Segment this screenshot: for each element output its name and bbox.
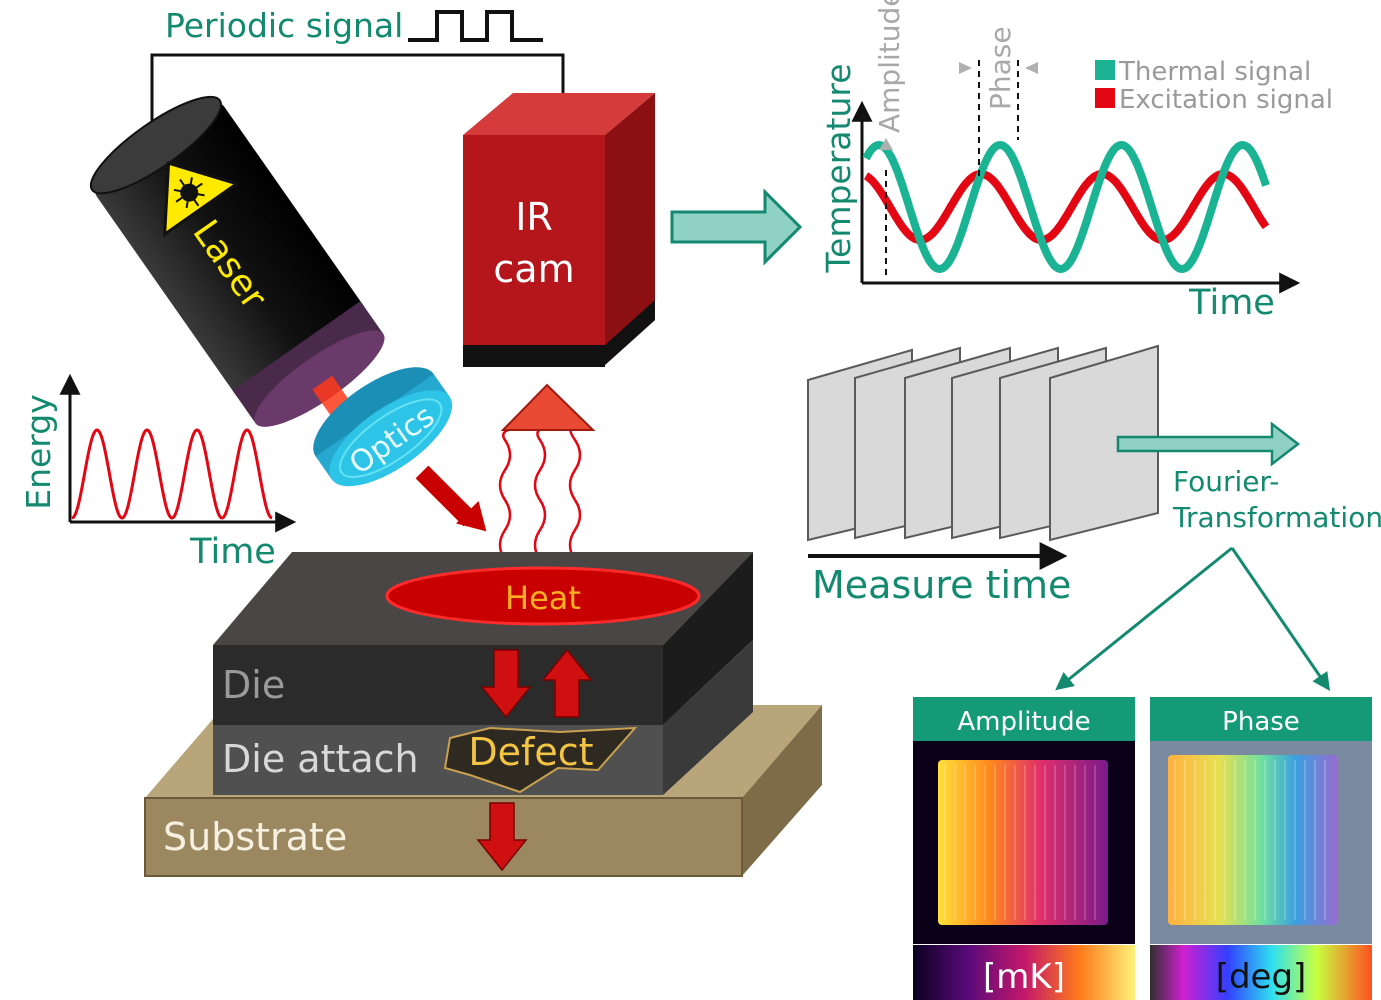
defect-label: Defect bbox=[468, 730, 593, 774]
ir-camera-label-line1: IR bbox=[515, 195, 553, 239]
legend-thermal-label: Thermal signal bbox=[1118, 57, 1311, 87]
frame-stack: Measure time bbox=[807, 344, 1159, 607]
excitation-signal-line bbox=[863, 169, 1270, 245]
die-attach-label: Die attach bbox=[222, 737, 419, 781]
legend-excitation-label: Excitation signal bbox=[1119, 85, 1333, 115]
heat-spot: Heat bbox=[385, 566, 701, 626]
camera-to-plot-arrow bbox=[670, 188, 803, 266]
phase-panel: Phase [deg] bbox=[1150, 697, 1372, 1000]
legend-swatch-thermal bbox=[1095, 60, 1115, 80]
phase-unit: [deg] bbox=[1216, 957, 1307, 997]
heat-up-arrow bbox=[541, 648, 593, 718]
signal-wire bbox=[150, 53, 565, 137]
fourier-label-line1: Fourier- bbox=[1173, 465, 1279, 498]
legend: Thermal signal Excitation signal bbox=[1095, 57, 1333, 115]
amplitude-marker-arrow bbox=[879, 138, 893, 150]
substrate-label: Substrate bbox=[163, 815, 347, 859]
defect-region: Defect bbox=[443, 726, 638, 794]
signal-time-label: Time bbox=[1188, 283, 1275, 323]
energy-pulse-wave bbox=[71, 428, 273, 520]
amplitude-panel: Amplitude [mK] bbox=[913, 697, 1135, 1000]
fourier-label-line2: Transformation bbox=[1172, 501, 1381, 534]
heat-flow-arrows bbox=[476, 648, 593, 872]
temperature-axis-label: Temperature bbox=[819, 63, 858, 273]
fourier-arrow bbox=[1116, 421, 1301, 467]
frame-6 bbox=[1049, 344, 1159, 542]
split-arrows bbox=[1055, 546, 1331, 691]
phase-colorbar bbox=[1150, 945, 1372, 1000]
laser-device: Laser bbox=[89, 95, 385, 427]
phase-arrow-left bbox=[959, 62, 972, 74]
square-wave-icon bbox=[408, 10, 543, 42]
heat-down-arrow bbox=[480, 649, 532, 719]
energy-plot: Energy Time bbox=[19, 373, 297, 572]
signal-plot: Amplitude Phase Temperature Time Thermal… bbox=[819, 0, 1333, 323]
amplitude-unit: [mK] bbox=[983, 957, 1065, 997]
energy-axis-label: Energy bbox=[19, 394, 58, 510]
legend-swatch-excitation bbox=[1095, 88, 1115, 108]
die-label: Die bbox=[222, 663, 285, 707]
amplitude-image-stripes bbox=[944, 765, 1096, 920]
phase-annotation: Phase bbox=[984, 26, 1017, 110]
heat-substrate-arrow bbox=[476, 802, 528, 872]
amplitude-header: Amplitude bbox=[957, 707, 1090, 737]
laser-warning-icon bbox=[162, 161, 241, 238]
amplitude-colorbar bbox=[913, 945, 1135, 1000]
heat-up-arrowhead bbox=[500, 383, 596, 431]
ir-camera-label-line2: cam bbox=[493, 247, 574, 291]
energy-time-label: Time bbox=[189, 532, 276, 572]
measure-time-label: Measure time bbox=[812, 563, 1071, 607]
laser-beam-shaft bbox=[415, 465, 477, 527]
amplitude-annotation: Amplitude bbox=[873, 0, 906, 133]
phase-header: Phase bbox=[1222, 707, 1300, 737]
heat-label: Heat bbox=[505, 579, 581, 617]
phase-arrow-right bbox=[1025, 62, 1038, 74]
heat-radiation bbox=[498, 383, 596, 561]
thermal-signal-line bbox=[862, 140, 1270, 274]
periodic-signal-label: Periodic signal bbox=[165, 6, 403, 45]
ir-camera: IR cam bbox=[463, 93, 655, 367]
phase-image-stripes bbox=[1174, 760, 1326, 920]
